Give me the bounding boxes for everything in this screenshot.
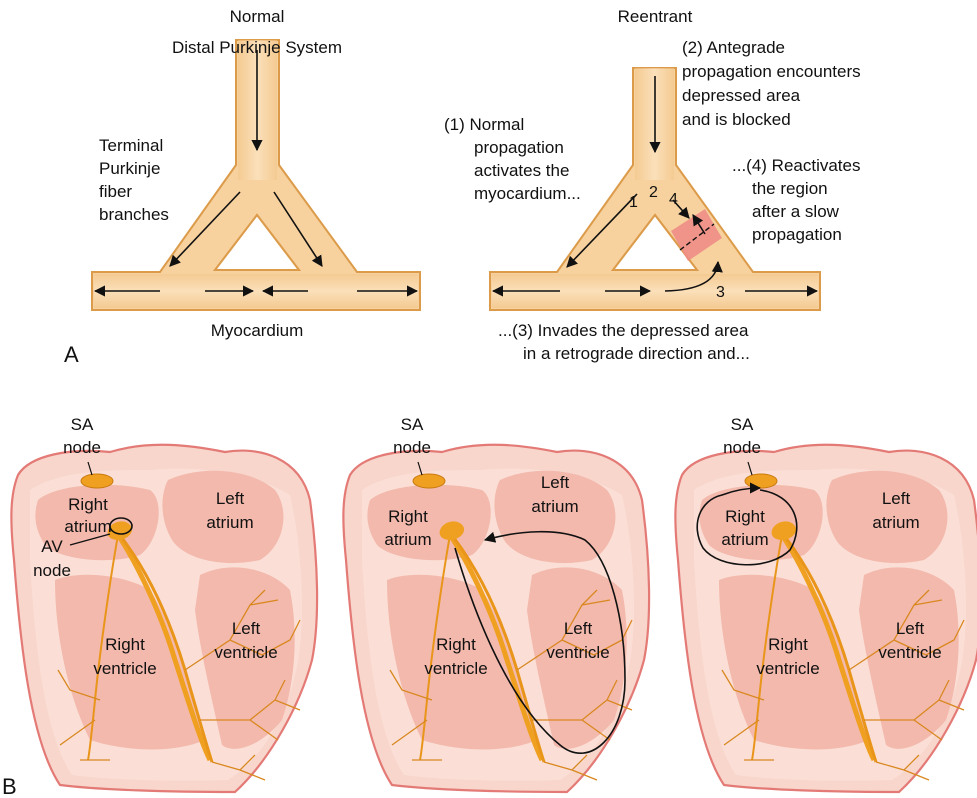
right-ventricle-label: Right [105,635,145,654]
right-ventricle-label: Right [768,635,808,654]
right-ventricle-label: ventricle [93,659,156,678]
terminal-branch-line: branches [99,205,169,224]
sa-node-label: node [63,438,101,457]
reentrant-title: Reentrant [618,7,693,26]
heart-shape [675,445,977,792]
left-ventricle-label: Left [232,619,261,638]
myocardium-label: Myocardium [211,321,304,340]
sa-node-label: node [723,438,761,457]
step2-line: (2) Antegrade [682,38,785,57]
step-4-mark: 4 [669,191,678,208]
step4-line: the region [752,179,828,198]
terminal-branch-line: Terminal [99,136,163,155]
step4-line: after a slow [752,202,840,221]
left-atrium-label: atrium [206,513,253,532]
left-atrium-label: atrium [531,497,578,516]
step3-line: in a retrograde direction and... [523,344,750,363]
panel-b-letter: B [2,774,17,798]
left-ventricle-label: Left [564,619,593,638]
sa-node-label: SA [71,415,94,434]
step3-line: ...(3) Invades the depressed area [498,321,749,340]
right-atrium-label: Right [388,507,428,526]
terminal-branch-line: Purkinje [99,159,160,178]
step2-line: propagation encounters [682,62,861,81]
step-1-mark: 1 [629,194,638,211]
step-2-mark: 2 [649,184,658,201]
step1-line: propagation [474,138,564,157]
right-atrium-label: atrium [384,530,431,549]
left-atrium-label: Left [541,473,570,492]
sa-node-label: node [393,438,431,457]
distal-purkinje-label: Distal Purkinje System [172,38,342,57]
step4-line: ...(4) Reactivates [732,156,861,175]
left-ventricle-label: ventricle [214,643,277,662]
left-atrium-label: Left [216,489,245,508]
panel-a-letter: A [64,342,79,367]
right-atrium-label: atrium [721,530,768,549]
normal-fiber-diagram: Normal Distal Purkinje System Terminal P… [92,7,420,340]
right-atrium-label: atrium [64,517,111,536]
sa-node-label: SA [401,415,424,434]
left-ventricle-label: ventricle [546,643,609,662]
step1-line: (1) Normal [444,115,524,134]
heart-ventricular-reentry [343,445,649,792]
right-atrium-label: Right [68,495,108,514]
heart-shape [343,445,649,792]
right-atrium-label: Right [725,507,765,526]
sa-node-label: SA [731,415,754,434]
left-ventricle-label: ventricle [878,643,941,662]
left-ventricle-label: Left [896,619,925,638]
step2-line: depressed area [682,86,801,105]
reentrant-fiber-diagram: 1 2 4 3 Reentrant (2) Antegrade propagat… [444,7,861,363]
left-atrium-label: atrium [872,513,919,532]
right-ventricle-label: ventricle [756,659,819,678]
heart-normal [11,445,317,792]
step1-line: myocardium... [474,184,581,203]
heart-atrial-reentry [675,445,977,792]
terminal-branch-line: fiber [99,182,132,201]
normal-title: Normal [230,7,285,26]
av-node-label: node [33,561,71,580]
heart-shape [11,445,317,792]
left-atrium-label: Left [882,489,911,508]
step1-line: activates the [474,161,569,180]
step-3-mark: 3 [716,284,725,301]
right-ventricle-label: Right [436,635,476,654]
right-ventricle-label: ventricle [424,659,487,678]
step4-line: propagation [752,225,842,244]
step2-line: and is blocked [682,110,791,129]
av-node-label: AV [41,537,63,556]
